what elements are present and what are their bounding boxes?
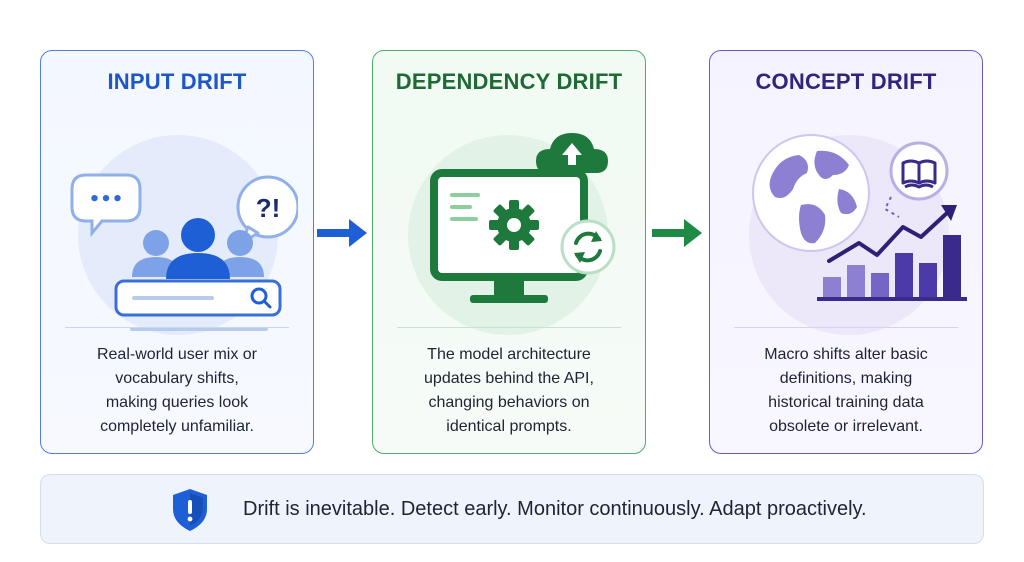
card-title: DEPENDENCY DRIFT <box>395 69 623 94</box>
dependency-drift-illustration <box>408 133 616 335</box>
arrow-right-icon <box>652 219 702 247</box>
users-icon <box>132 218 264 279</box>
globe-icon <box>752 134 870 252</box>
trend-arrow-icon <box>827 205 957 263</box>
card-divider <box>397 327 621 328</box>
card-divider <box>734 327 958 328</box>
shield-icon <box>173 489 207 531</box>
card-description: Real-world user mix or vocabulary shifts… <box>96 346 258 435</box>
book-icon <box>889 141 949 201</box>
banner-text: Drift is inevitable. Detect early. Monit… <box>243 498 867 520</box>
bar-chart-icon <box>817 235 967 301</box>
card-description: Macro shifts alter basic definitions, ma… <box>764 346 928 435</box>
gear-icon <box>489 200 539 250</box>
card-input-drift: INPUT DRIFT ••• ?! <box>40 50 314 454</box>
concept-drift-illustration <box>749 134 967 335</box>
search-bar-icon <box>114 279 282 317</box>
input-drift-illustration: ••• ?! <box>70 135 298 335</box>
summary-banner: Drift is inevitable. Detect early. Monit… <box>40 474 984 544</box>
refresh-icon <box>560 219 616 275</box>
arrow-right-icon <box>317 219 367 247</box>
card-divider <box>65 327 289 328</box>
card-dependency-drift: DEPENDENCY DRIFT <box>372 50 646 454</box>
bubble-question: ?! <box>256 193 281 223</box>
chat-bubble-icon: ••• <box>70 173 142 238</box>
card-concept-drift: CONCEPT DRIFT <box>709 50 983 454</box>
search-icon <box>250 287 272 309</box>
card-title: INPUT DRIFT <box>107 69 247 94</box>
bubble-dots: ••• <box>89 189 124 210</box>
card-description: The model architecture updates behind th… <box>424 346 594 435</box>
card-title: CONCEPT DRIFT <box>755 69 937 94</box>
cloud-upload-icon <box>536 133 608 173</box>
